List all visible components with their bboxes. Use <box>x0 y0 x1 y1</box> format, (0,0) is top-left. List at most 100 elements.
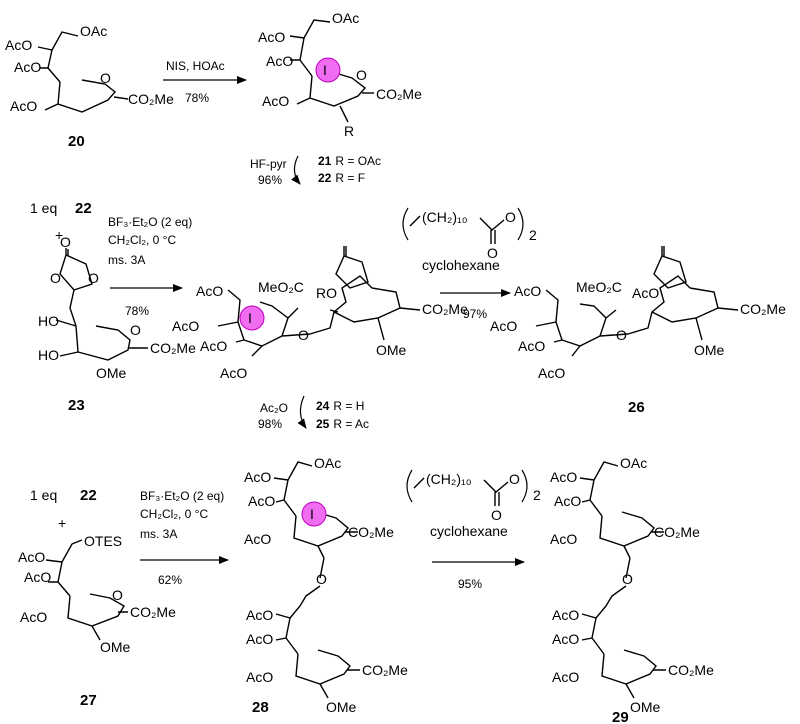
compound-number: 26 <box>628 399 645 416</box>
label-oac: OAc <box>620 455 647 471</box>
compound-number: 24 <box>316 399 330 413</box>
label-ester: MeO₂C <box>258 279 304 295</box>
condition-line-3: ms. 3A <box>140 527 177 541</box>
label-ester: CO₂Me <box>376 86 422 102</box>
label-aco: AcO <box>246 631 273 647</box>
plus-sign: + <box>58 515 66 531</box>
label-ome: OMe <box>326 699 357 715</box>
alkyl-chain-label: (CH₂)₁₀ <box>426 471 472 487</box>
label-ester: CO₂Me <box>740 301 786 317</box>
label-ester: MeO₂C <box>576 279 622 295</box>
label-aco: AcO <box>514 283 541 299</box>
paren-right <box>521 469 528 503</box>
label-carbonyl-oxygen: O <box>491 507 502 523</box>
label-ome: OMe <box>630 699 661 715</box>
label-aco: AcO <box>554 493 581 509</box>
alkyl-chain-label: (CH₂)₁₀ <box>422 209 468 225</box>
compound-number: 22 <box>80 487 97 504</box>
label-ho: HO <box>38 313 59 329</box>
label-aco: AcO <box>18 549 45 565</box>
yield-label: 97% <box>463 307 487 321</box>
compound-number: 22 <box>75 200 92 217</box>
label-ester: CO₂Me <box>668 662 714 678</box>
paren-right <box>517 207 524 241</box>
equivalents-label: 1 eq <box>30 200 57 216</box>
compound-number: 20 <box>68 133 85 150</box>
label-aco: AcO <box>552 669 579 685</box>
label-ro: RO <box>316 285 337 301</box>
reagent-22-row3: 1 eq 22 + <box>30 487 97 531</box>
compound-27: OTES AcO AcO AcO O CO₂Me OMe 27 <box>18 533 176 709</box>
compound-26: AcO AcO AcO AcO MeO₂C O AcO CO₂Me OMe 26 <box>490 246 786 416</box>
r-text: R = Ac <box>333 417 369 431</box>
reaction-arrow-6: BF₃·Et₂O (2 eq) CH₂Cl₂, 0 °C ms. 3A 62% <box>140 489 229 587</box>
label-glycosidic-oxygen: O <box>616 327 627 343</box>
reaction-arrow-1: NIS, HOAc 78% <box>163 59 247 105</box>
label-glycosidic-oxygen: O <box>298 327 309 343</box>
label-aco: AcO <box>24 569 51 585</box>
label-aco: AcO <box>266 53 293 69</box>
plus-sign: + <box>55 227 63 243</box>
compound-number: 21 <box>318 154 332 168</box>
label-oxygen: O <box>509 471 520 487</box>
r-text: R = H <box>333 399 364 413</box>
label-ester: CO₂Me <box>654 524 700 540</box>
condition-line-3: ms. 3A <box>108 253 145 267</box>
label-r: R <box>344 123 354 139</box>
label-aco: AcO <box>14 59 41 75</box>
label-aco: AcO <box>518 338 545 354</box>
label-iodine: I <box>248 310 252 326</box>
yield-label: 78% <box>185 91 209 105</box>
compound-20: OAc AcO AcO AcO O CO₂Me 20 <box>5 23 174 150</box>
label-aco: AcO <box>220 365 247 381</box>
label-aco: AcO <box>552 607 579 623</box>
label-aco: AcO <box>244 531 271 547</box>
reaction-arrow-5: Ac₂O 98% <box>258 395 307 431</box>
curved-arrow <box>291 155 301 185</box>
label-ome: OMe <box>96 365 127 381</box>
compound-number: 23 <box>68 397 85 414</box>
condition-line-2: CH₂Cl₂, 0 °C <box>108 233 176 247</box>
label-oxygen: O <box>50 270 61 286</box>
yield-label: 78% <box>125 304 149 318</box>
yield-label: 96% <box>258 173 282 187</box>
label-ester: CO₂Me <box>150 340 196 356</box>
label-oac: OAc <box>80 23 107 39</box>
compound-number: 28 <box>252 699 269 716</box>
yield-label: 62% <box>158 573 182 587</box>
label-oxygen: O <box>505 209 516 225</box>
compound-number: 27 <box>80 692 97 709</box>
compound-number: 22 <box>318 171 332 185</box>
label-aco: AcO <box>550 531 577 547</box>
label-ester: CO₂Me <box>362 662 408 678</box>
label-oac: OAc <box>314 455 341 471</box>
r-text: R = OAc <box>335 154 381 168</box>
label-aco: AcO <box>538 365 565 381</box>
reaction-arrow-3: BF₃·Et₂O (2 eq) CH₂Cl₂, 0 °C ms. 3A 78% <box>108 215 192 318</box>
label-ring-oxygen: O <box>100 70 111 86</box>
reagent-22-row2: 1 eq 22 + <box>30 200 92 243</box>
label-ome: OMe <box>376 342 407 358</box>
label-ester: CO₂Me <box>128 91 174 107</box>
label-aco: AcO <box>246 669 273 685</box>
solvent-label: cyclohexane <box>422 257 500 273</box>
reagent-label: Ac₂O <box>260 401 288 415</box>
label-ring-oxygen: O <box>130 322 141 338</box>
label-ho: HO <box>38 347 59 363</box>
condition-line-2: CH₂Cl₂, 0 °C <box>140 507 208 521</box>
compound-29: OAc AcO AcO AcO CO₂Me O AcO AcO AcO CO₂M… <box>550 455 714 724</box>
label-aco: AcO <box>248 493 275 509</box>
paren-left <box>402 207 409 241</box>
reaction-arrow-7: (CH₂)₁₀ O O 2 cyclohexane 95% <box>406 469 541 591</box>
label-ester: CO₂Me <box>130 604 176 620</box>
label-ome: OMe <box>694 342 725 358</box>
label-ome: OMe <box>100 639 131 655</box>
label-aco: AcO <box>200 338 227 354</box>
label-ester: CO₂Me <box>422 301 468 317</box>
iodine-highlight <box>301 501 327 527</box>
